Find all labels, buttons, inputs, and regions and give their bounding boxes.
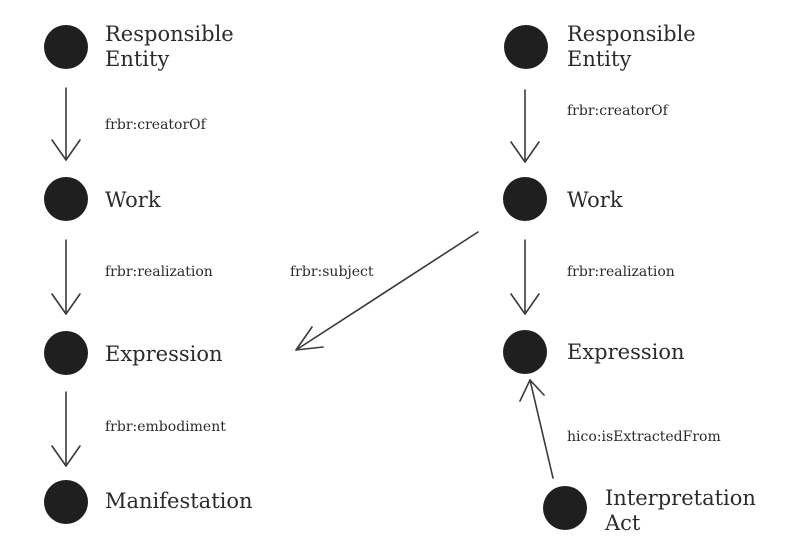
left-expression-node: [44, 331, 88, 375]
left-work-label: Work: [105, 188, 161, 212]
right-interpretation-act-label: Interpretation Act: [605, 486, 756, 535]
left-embodiment-label: frbr:embodiment: [105, 419, 226, 435]
right-creatorof-arrow: [510, 89, 540, 163]
right-work-label: Work: [567, 188, 623, 212]
right-responsible-entity-label: Responsible Entity: [567, 22, 696, 71]
right-realization-arrow: [510, 239, 540, 315]
subject-arrow: [295, 231, 479, 351]
extracted-from-arrow: [519, 379, 554, 479]
subject-label: frbr:subject: [290, 264, 374, 280]
left-realization-label: frbr:realization: [105, 264, 213, 280]
right-work-node: [503, 177, 547, 221]
right-expression-node: [503, 330, 547, 374]
right-creatorof-label: frbr:creatorOf: [567, 103, 668, 119]
right-expression-label: Expression: [567, 340, 685, 364]
right-responsible-entity-node: [504, 25, 548, 69]
left-expression-label: Expression: [105, 342, 223, 366]
left-realization-arrow: [51, 239, 81, 315]
left-manifestation-label: Manifestation: [105, 489, 253, 513]
left-creatorof-arrow: [51, 87, 81, 161]
left-work-node: [44, 177, 88, 221]
extracted-from-label: hico:isExtractedFrom: [567, 429, 721, 445]
right-realization-label: frbr:realization: [567, 264, 675, 280]
left-manifestation-node: [44, 480, 88, 524]
left-embodiment-arrow: [51, 391, 81, 467]
right-interpretation-act-node: [543, 486, 587, 530]
left-responsible-entity-node: [44, 25, 88, 69]
left-responsible-entity-label: Responsible Entity: [105, 22, 234, 71]
left-creatorof-label: frbr:creatorOf: [105, 117, 206, 133]
